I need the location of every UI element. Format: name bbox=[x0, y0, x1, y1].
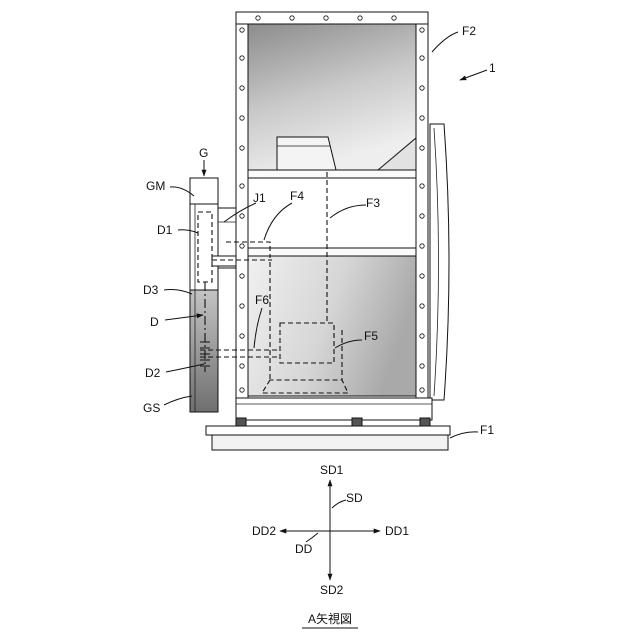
joint-piece bbox=[212, 256, 236, 266]
label-gs: GS bbox=[143, 401, 160, 415]
bolt-hole bbox=[420, 184, 424, 188]
label-f5: F5 bbox=[364, 329, 378, 343]
caption-text: A矢視図 bbox=[308, 611, 352, 626]
leader-1 bbox=[460, 70, 487, 80]
label-gm: GM bbox=[146, 179, 165, 193]
bolt-hole bbox=[240, 184, 244, 188]
label-sd1: SD1 bbox=[320, 463, 344, 477]
bolt-hole bbox=[420, 56, 424, 60]
bolt-hole bbox=[420, 146, 424, 150]
label-f3: F3 bbox=[366, 196, 380, 210]
bottom-plate bbox=[236, 398, 432, 420]
middle-band-upper bbox=[248, 170, 416, 178]
control-box-upper bbox=[190, 204, 218, 290]
control-box bbox=[190, 178, 236, 412]
label-dd1: DD1 bbox=[385, 524, 409, 538]
label-d2: D2 bbox=[145, 366, 161, 380]
middle-band-lower bbox=[248, 248, 416, 256]
label-sd2: SD2 bbox=[320, 583, 344, 597]
bolt-hole bbox=[240, 214, 244, 218]
inlet-chute bbox=[277, 137, 336, 170]
left-flange bbox=[236, 12, 248, 400]
bolt-hole bbox=[240, 388, 244, 392]
bolt-hole bbox=[420, 274, 424, 278]
label-d1: D1 bbox=[157, 223, 173, 237]
fan-unit-housing bbox=[206, 12, 450, 450]
leader-d3 bbox=[164, 290, 192, 295]
bolt-hole bbox=[420, 388, 424, 392]
bolt-hole bbox=[324, 16, 328, 20]
leader-f1 bbox=[450, 432, 478, 438]
leader-sd bbox=[332, 500, 346, 508]
bolt-hole bbox=[420, 116, 424, 120]
figure-caption: A矢視図 bbox=[302, 611, 358, 628]
bolt-hole bbox=[290, 16, 294, 20]
label-d3: D3 bbox=[143, 283, 159, 297]
label-g: G bbox=[199, 146, 208, 160]
bolt-hole bbox=[240, 334, 244, 338]
bolt-hole bbox=[240, 116, 244, 120]
label-f6: F6 bbox=[255, 293, 269, 307]
bolt-hole bbox=[420, 244, 424, 248]
label-d: D bbox=[150, 315, 159, 329]
bolt-hole bbox=[240, 274, 244, 278]
label-1: 1 bbox=[489, 61, 496, 75]
bolt-hole bbox=[240, 56, 244, 60]
bolt-hole bbox=[420, 86, 424, 90]
label-j1: J1 bbox=[253, 191, 266, 205]
base-frame bbox=[206, 426, 450, 435]
base-plate bbox=[212, 435, 448, 450]
top-flange bbox=[236, 12, 428, 24]
bolt-hole bbox=[420, 334, 424, 338]
label-f4: F4 bbox=[290, 189, 304, 203]
bolt-hole bbox=[420, 28, 424, 32]
bolt-hole bbox=[240, 364, 244, 368]
lower-chamber bbox=[248, 256, 416, 396]
control-box-cap bbox=[190, 178, 218, 204]
label-dd: DD bbox=[295, 542, 313, 556]
leader-gs bbox=[164, 396, 192, 405]
bolt-hole bbox=[240, 244, 244, 248]
bolt-hole bbox=[392, 16, 396, 20]
bolt-hole bbox=[420, 304, 424, 308]
upper-chamber bbox=[248, 24, 416, 170]
bolt-hole bbox=[240, 304, 244, 308]
label-f2: F2 bbox=[462, 24, 476, 38]
label-sd: SD bbox=[346, 491, 363, 505]
bolt-hole bbox=[240, 86, 244, 90]
bolt-hole bbox=[358, 16, 362, 20]
fan-bell bbox=[430, 124, 449, 400]
direction-legend: SD1 SD DD2 DD1 DD SD2 bbox=[252, 463, 409, 597]
bolt-hole bbox=[420, 364, 424, 368]
leader-dd bbox=[306, 533, 318, 542]
bolt-hole bbox=[240, 28, 244, 32]
label-dd2: DD2 bbox=[252, 524, 276, 538]
label-f1: F1 bbox=[480, 423, 494, 437]
leader-f2 bbox=[432, 32, 458, 52]
bolt-hole bbox=[256, 16, 260, 20]
bolt-hole bbox=[240, 146, 244, 150]
right-flange bbox=[416, 12, 428, 400]
middle-section bbox=[248, 178, 416, 248]
control-box-lower bbox=[190, 290, 218, 412]
bolt-hole bbox=[420, 214, 424, 218]
